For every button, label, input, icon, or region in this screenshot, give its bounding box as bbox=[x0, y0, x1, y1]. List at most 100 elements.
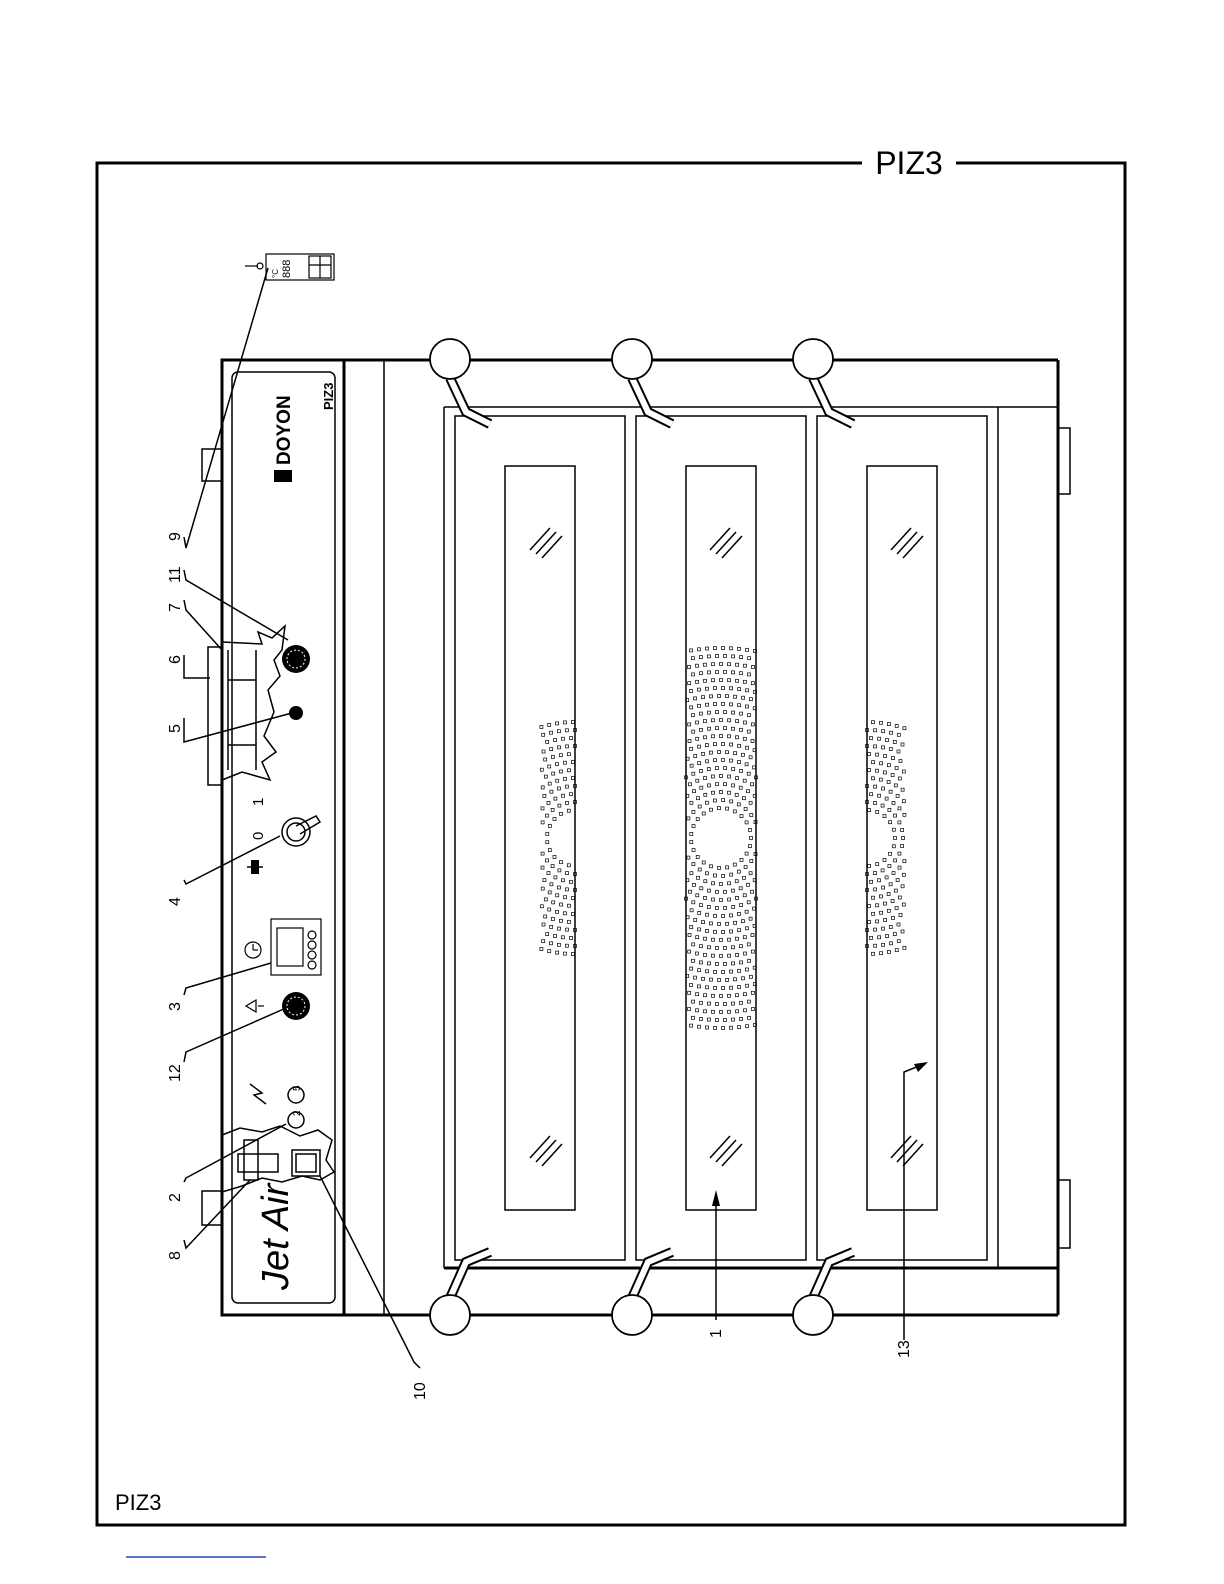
callout-2: 2 bbox=[167, 1193, 184, 1202]
fan-grille-hole bbox=[749, 975, 752, 978]
indicator-light-2: 2 bbox=[288, 1110, 304, 1128]
fan-grille-hole bbox=[554, 797, 557, 800]
fan-grille-hole bbox=[688, 666, 691, 669]
fan-grille-hole bbox=[700, 887, 703, 890]
fan-grille-hole bbox=[736, 937, 739, 940]
fan-grille-hole bbox=[692, 901, 695, 904]
fan-grille-hole bbox=[692, 714, 695, 717]
fan-grille-hole bbox=[557, 943, 560, 946]
fan-grille-hole bbox=[885, 876, 888, 879]
fan-grille-hole bbox=[886, 935, 889, 938]
fan-grille-hole bbox=[748, 657, 751, 660]
fan-grille-hole bbox=[880, 911, 883, 914]
fan-grille-hole bbox=[709, 922, 712, 925]
fan-grille-hole bbox=[872, 777, 875, 780]
link-underline[interactable] bbox=[126, 1556, 266, 1558]
fan-grille-hole bbox=[699, 1017, 702, 1020]
fan-grille-hole bbox=[740, 1017, 743, 1020]
fan-grille-hole bbox=[751, 740, 754, 743]
fan-grille-hole bbox=[889, 790, 892, 793]
fan-grille-hole bbox=[572, 777, 575, 780]
fan-grille-hole bbox=[752, 1008, 755, 1011]
fan-grille-hole bbox=[696, 680, 699, 683]
fan-grille-hole bbox=[898, 896, 901, 899]
fan-grille-hole bbox=[747, 883, 750, 886]
fan-grille-hole bbox=[728, 775, 731, 778]
indicator-5-label: 5 bbox=[292, 1085, 303, 1091]
fan-grille-hole bbox=[540, 768, 543, 771]
door-knob-top bbox=[793, 339, 833, 379]
fan-grille-hole bbox=[700, 786, 703, 789]
thermometer-icon bbox=[245, 263, 263, 269]
fan-grille-hole bbox=[698, 805, 701, 808]
fan-grille-hole bbox=[692, 959, 695, 962]
fan-grille-hole bbox=[748, 845, 751, 848]
fan-grille-hole bbox=[690, 764, 693, 767]
fan-grille-hole bbox=[720, 883, 723, 886]
fan-grille-hole bbox=[720, 1011, 723, 1014]
fan-grille-hole bbox=[718, 695, 721, 698]
fan-grille-hole bbox=[897, 750, 900, 753]
fan-grille-hole bbox=[692, 730, 695, 733]
fan-grille-hole bbox=[540, 948, 543, 951]
fan-grille-hole bbox=[746, 689, 749, 692]
fan-grille-hole bbox=[882, 787, 885, 790]
fan-grille-hole bbox=[550, 748, 553, 751]
fan-grille-hole bbox=[697, 876, 700, 879]
fan-grille-hole bbox=[722, 687, 725, 690]
fan-grille-hole bbox=[692, 1000, 695, 1003]
fan-grille-hole bbox=[732, 711, 735, 714]
fan-grille-hole bbox=[712, 938, 715, 941]
fan-grille-hole bbox=[567, 920, 570, 923]
fan-grille-hole bbox=[889, 852, 892, 855]
fan-grille-hole bbox=[902, 800, 905, 803]
fan-grille-hole bbox=[732, 784, 735, 787]
fan-grille-hole bbox=[565, 888, 568, 891]
fan-grille-hole bbox=[565, 729, 568, 732]
fan-grille-hole bbox=[720, 719, 723, 722]
fan-grille-hole bbox=[736, 777, 739, 780]
fan-grille-hole bbox=[551, 756, 554, 759]
callout-6: 6 bbox=[167, 655, 184, 664]
fan-grille-hole bbox=[738, 688, 741, 691]
fan-grille-hole bbox=[690, 841, 693, 844]
fan-grille-hole bbox=[736, 896, 739, 899]
fan-grille-hole bbox=[740, 672, 743, 675]
fan-grille-hole bbox=[745, 910, 748, 913]
fan-grille-hole bbox=[870, 936, 873, 939]
fan-grille-hole bbox=[704, 896, 707, 899]
fan-grille-hole bbox=[879, 778, 882, 781]
fan-grille-hole bbox=[746, 648, 749, 651]
fan-grille-hole bbox=[730, 703, 733, 706]
fan-grille-hole bbox=[708, 946, 711, 949]
fan-grille-hole bbox=[881, 869, 884, 872]
fan-grille-hole bbox=[886, 739, 889, 742]
fan-grille-hole bbox=[892, 845, 895, 848]
fan-grille-hole bbox=[890, 731, 893, 734]
fan-grille-hole bbox=[689, 783, 692, 786]
fan-grille-hole bbox=[696, 779, 699, 782]
fan-grille-hole bbox=[559, 919, 562, 922]
fan-grille-hole bbox=[547, 801, 550, 804]
door-1 bbox=[455, 416, 625, 1260]
fan-grille-hole bbox=[712, 994, 715, 997]
fan-grille-hole bbox=[716, 655, 719, 658]
fan-grille-hole bbox=[734, 978, 737, 981]
fan-grille-hole bbox=[893, 740, 896, 743]
fan-grille-hole bbox=[704, 777, 707, 780]
switch-label-1: 1 bbox=[250, 798, 267, 806]
fan-grille-hole bbox=[743, 779, 746, 782]
fan-grille-hole bbox=[870, 737, 873, 740]
fan-grille-hole bbox=[698, 911, 701, 914]
fan-grille-hole bbox=[749, 872, 752, 875]
fan-grille-hole bbox=[722, 703, 725, 706]
door-knob-bottom bbox=[430, 1295, 470, 1335]
fan-grille-hole bbox=[749, 917, 752, 920]
fan-grille-hole bbox=[544, 898, 547, 901]
fan-grille-hole bbox=[730, 1026, 733, 1029]
fan-grille-hole bbox=[736, 663, 739, 666]
fan-grille-hole bbox=[546, 832, 549, 835]
fan-grille-hole bbox=[738, 647, 741, 650]
fan-grille-hole bbox=[568, 769, 571, 772]
